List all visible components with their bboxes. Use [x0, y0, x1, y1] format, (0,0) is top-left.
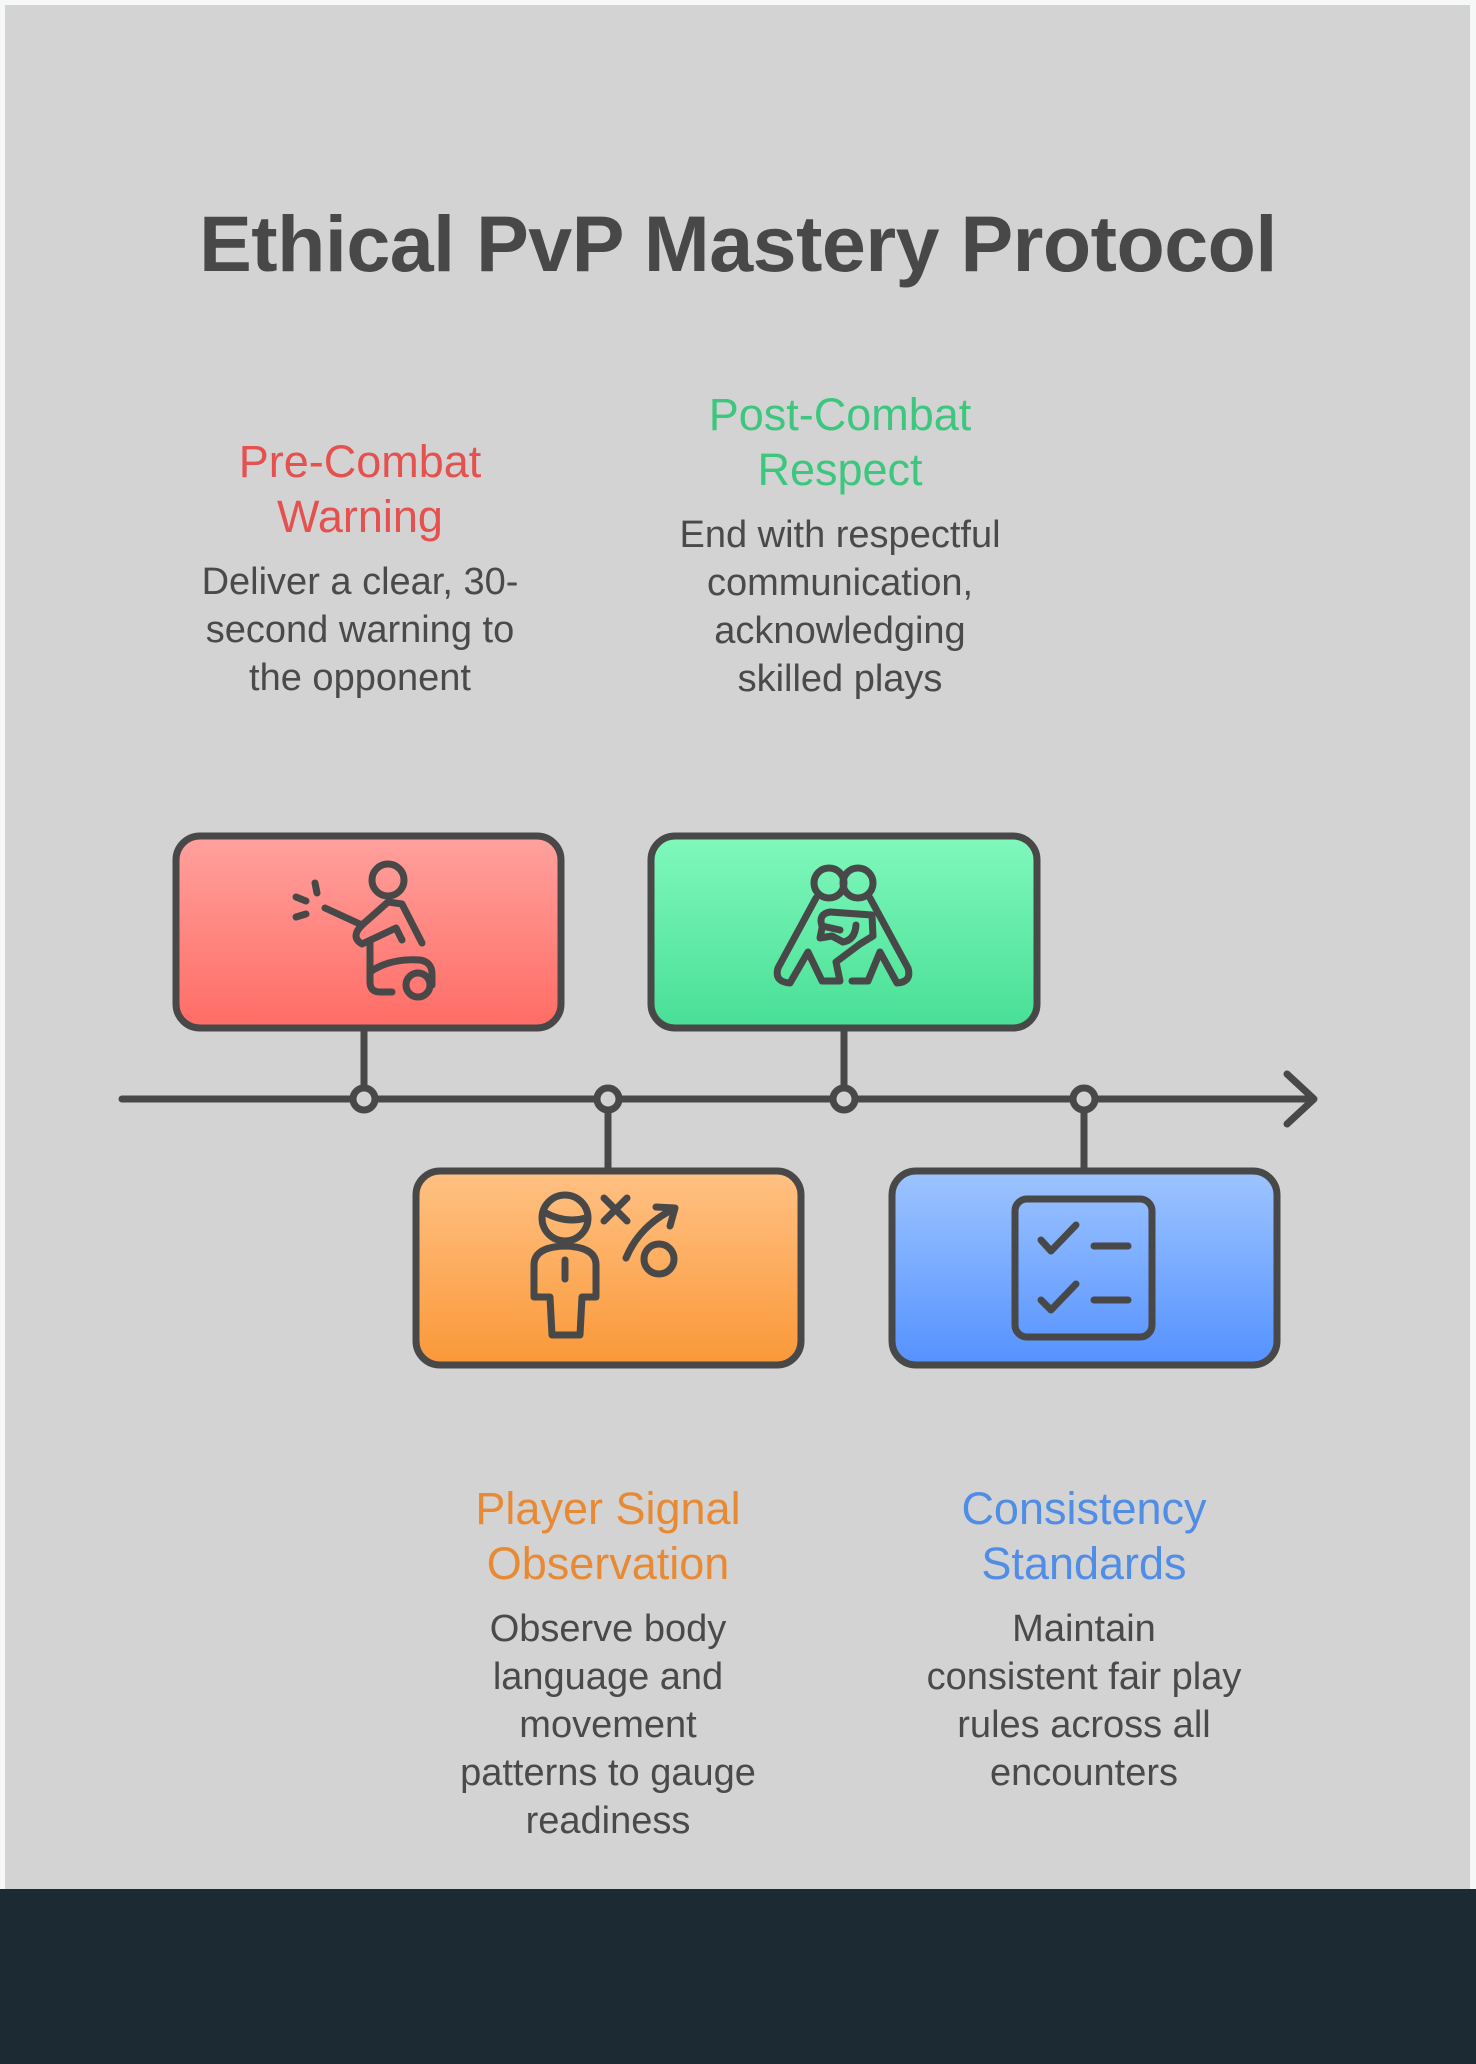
embrace-icon	[773, 864, 913, 987]
footer-bar	[0, 1889, 1476, 2064]
checklist-icon	[1011, 1195, 1156, 1341]
timeline-node-3	[829, 1084, 859, 1114]
step-consistency-standards-text: Consistency Standards Maintain consisten…	[874, 1481, 1294, 1797]
step-title: Player Signal Observation	[475, 1483, 741, 1589]
diagram-title: Ethical PvP Mastery Protocol	[199, 199, 1277, 288]
step-title: Consistency Standards	[961, 1483, 1207, 1589]
step-description: Maintain consistent fair play rules acro…	[926, 1608, 1242, 1794]
step-description: Deliver a clear, 30- second warning to t…	[201, 561, 519, 699]
step-box-pre-combat-warning	[172, 832, 565, 1032]
step-pre-combat-warning-text: Pre-Combat Warning Deliver a clear, 30- …	[155, 434, 565, 702]
step-title: Post-Combat Respect	[708, 389, 972, 495]
step-description: Observe body language and movement patte…	[460, 1608, 756, 1842]
timeline-node-2	[593, 1084, 623, 1114]
step-box-consistency-standards	[888, 1167, 1281, 1369]
step-box-post-combat-respect	[647, 832, 1041, 1032]
timeline-node-1	[349, 1084, 379, 1114]
step-box-player-signal-observation	[412, 1167, 805, 1369]
timeline-arrowhead	[1283, 1070, 1318, 1128]
step-description: End with respectful communication, ackno…	[679, 514, 1001, 700]
step-player-signal-observation-text: Player Signal Observation Observe body l…	[398, 1481, 818, 1845]
step-title: Pre-Combat Warning	[238, 436, 482, 542]
timeline-node-4	[1069, 1084, 1099, 1114]
warning-gesture-icon	[292, 860, 436, 1001]
strategy-player-icon	[530, 1191, 679, 1339]
step-post-combat-respect-text: Post-Combat Respect End with respectful …	[620, 387, 1060, 703]
